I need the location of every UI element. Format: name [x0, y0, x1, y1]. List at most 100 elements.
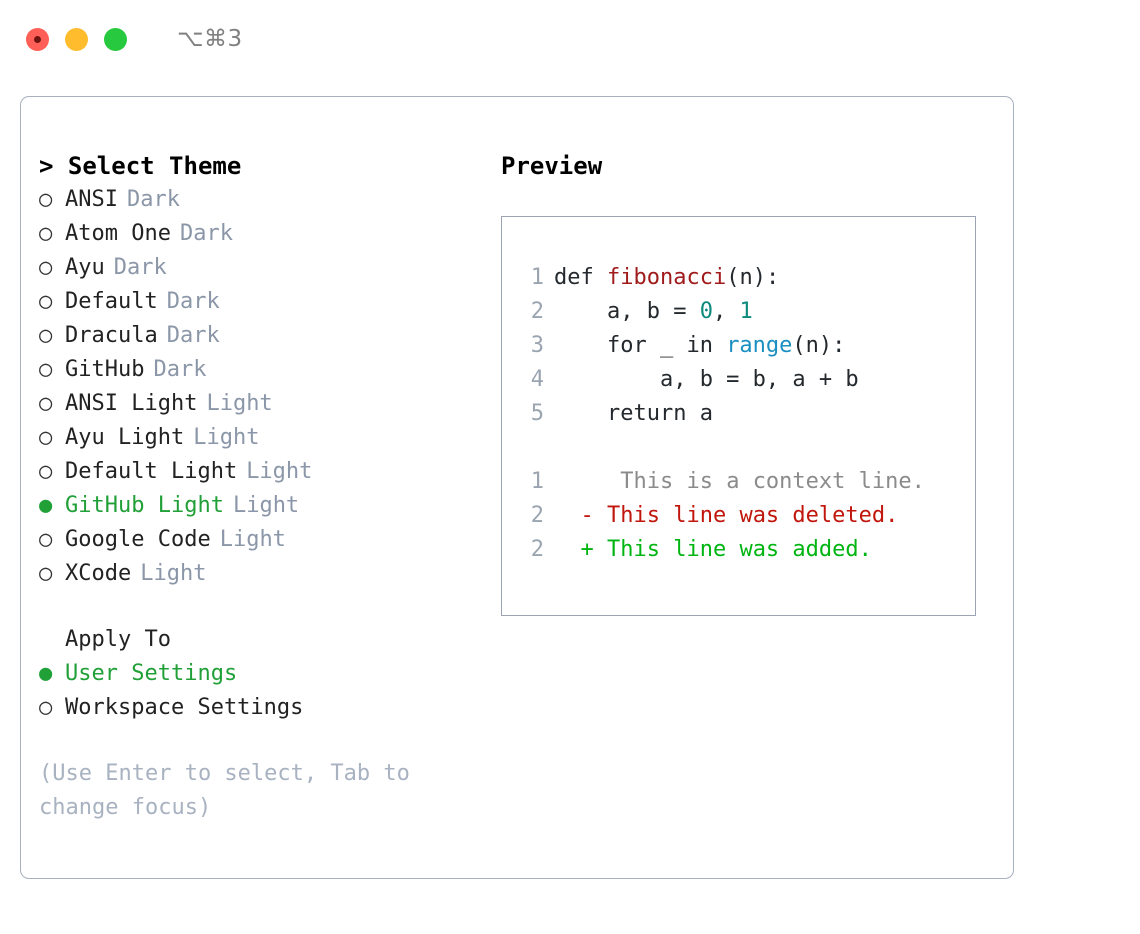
theme-variant-tag: Dark: [166, 289, 220, 314]
code-token: a, b = b, a + b: [554, 367, 859, 392]
code-line: 5 return a: [516, 397, 975, 431]
line-number: 3: [530, 333, 544, 358]
minimize-button-icon[interactable]: [65, 27, 88, 51]
code-token: 1: [739, 299, 753, 324]
theme-name: Ayu Light: [65, 425, 185, 450]
radio-unselected-icon: ○: [39, 357, 53, 382]
theme-name: Default Light: [65, 459, 238, 484]
line-number: 2: [530, 503, 544, 528]
radio-selected-icon: ●: [39, 493, 53, 518]
diff-sign: -: [554, 503, 594, 528]
radio-unselected-icon: ○: [39, 695, 53, 720]
radio-unselected-icon: ○: [39, 425, 53, 450]
radio-unselected-icon: ○: [39, 187, 53, 212]
radio-unselected-icon: ○: [39, 391, 53, 416]
theme-variant-tag: Light: [246, 459, 313, 484]
radio-unselected-icon: ○: [39, 323, 53, 348]
code-token: range: [726, 333, 793, 358]
apply-to-label: User Settings: [65, 661, 238, 686]
theme-name: XCode: [65, 561, 132, 586]
maximize-button-icon[interactable]: [104, 27, 127, 51]
theme-variant-tag: Light: [232, 493, 300, 518]
theme-variant-tag: Dark: [166, 323, 220, 348]
theme-list-item[interactable]: ○ ANSI Light Light: [39, 387, 499, 421]
diff-sign: [554, 465, 594, 499]
radio-unselected-icon: ○: [39, 527, 53, 552]
theme-list-item[interactable]: ● GitHub Light Light: [39, 489, 499, 523]
code-line: 2 a, b = 0, 1: [516, 295, 975, 329]
close-button-icon[interactable]: [26, 27, 49, 51]
theme-name: Dracula: [65, 323, 158, 348]
line-number: 4: [530, 367, 544, 392]
diff-text: This line was deleted.: [593, 503, 899, 528]
code-spacer: [516, 431, 975, 465]
theme-list-item[interactable]: ○ ANSI Dark: [39, 183, 499, 217]
radio-unselected-icon: ○: [39, 561, 53, 586]
code-token: 0: [699, 299, 713, 324]
theme-list-item[interactable]: ○ Google Code Light: [39, 523, 499, 557]
title-bar: ⌥⌘3: [0, 0, 1140, 78]
theme-list-item[interactable]: ○ Ayu Light Light: [39, 421, 499, 455]
theme-variant-tag: Light: [219, 527, 286, 552]
code-token: def: [554, 265, 607, 290]
theme-name: ANSI: [65, 187, 118, 212]
theme-name: Default: [65, 289, 158, 314]
theme-name: ANSI Light: [65, 391, 198, 416]
window-controls: [26, 27, 127, 51]
theme-variant-tag: Light: [206, 391, 273, 416]
diff-sign: +: [554, 537, 594, 562]
theme-variant-tag: Dark: [126, 187, 180, 212]
theme-list-item[interactable]: ○ Default Light Light: [39, 455, 499, 489]
theme-list-item[interactable]: ○ GitHub Dark: [39, 353, 499, 387]
code-token: fibonacci: [606, 265, 727, 290]
code-line: 1 def fibonacci(n):: [516, 261, 975, 295]
apply-to-option[interactable]: ○ Workspace Settings: [39, 691, 499, 725]
theme-name: Google Code: [65, 527, 211, 552]
line-number: 1: [530, 265, 544, 290]
code-token: (n):: [792, 333, 846, 358]
apply-to-option[interactable]: ● User Settings: [39, 657, 499, 691]
page-title: > Select Theme: [39, 152, 242, 180]
diff-line: 1 This is a context line.: [516, 465, 975, 499]
apply-to-list[interactable]: ● User Settings ○ Workspace Settings: [39, 657, 499, 725]
theme-name: GitHub: [65, 357, 145, 382]
apply-to-label: Workspace Settings: [65, 695, 304, 720]
radio-selected-icon: ●: [39, 661, 53, 686]
code-token: return a: [554, 401, 713, 426]
theme-variant-tag: Dark: [113, 255, 167, 280]
code-line: 4 a, b = b, a + b: [516, 363, 975, 397]
radio-unselected-icon: ○: [39, 255, 53, 280]
code-line: 3 for _ in range(n):: [516, 329, 975, 363]
keyboard-shortcut-label: ⌥⌘3: [177, 26, 243, 52]
code-token: ,: [712, 299, 740, 324]
line-number: 2: [530, 299, 544, 324]
radio-unselected-icon: ○: [39, 459, 53, 484]
code-token: for _ in: [554, 333, 727, 358]
preview-title: Preview: [501, 152, 603, 180]
code-token: (n):: [726, 265, 780, 290]
diff-line: 2 - This line was deleted.: [516, 499, 975, 533]
radio-unselected-icon: ○: [39, 221, 53, 246]
line-number: 2: [530, 537, 544, 562]
theme-name: Atom One: [65, 221, 171, 246]
diff-text: This is a context line.: [593, 469, 925, 494]
line-number: 5: [530, 401, 544, 426]
theme-name: GitHub Light: [65, 493, 224, 518]
line-number: 1: [530, 469, 544, 494]
diff-line: 2 + This line was added.: [516, 533, 975, 567]
diff-sample: 1 This is a context line.2 - This line w…: [516, 465, 975, 567]
theme-variant-tag: Dark: [153, 357, 207, 382]
theme-list-item[interactable]: ○ Dracula Dark: [39, 319, 499, 353]
theme-variant-tag: Light: [193, 425, 260, 450]
apply-to-heading: Apply To: [65, 627, 171, 652]
keyboard-hint: (Use Enter to select, Tab to change focu…: [39, 761, 424, 820]
